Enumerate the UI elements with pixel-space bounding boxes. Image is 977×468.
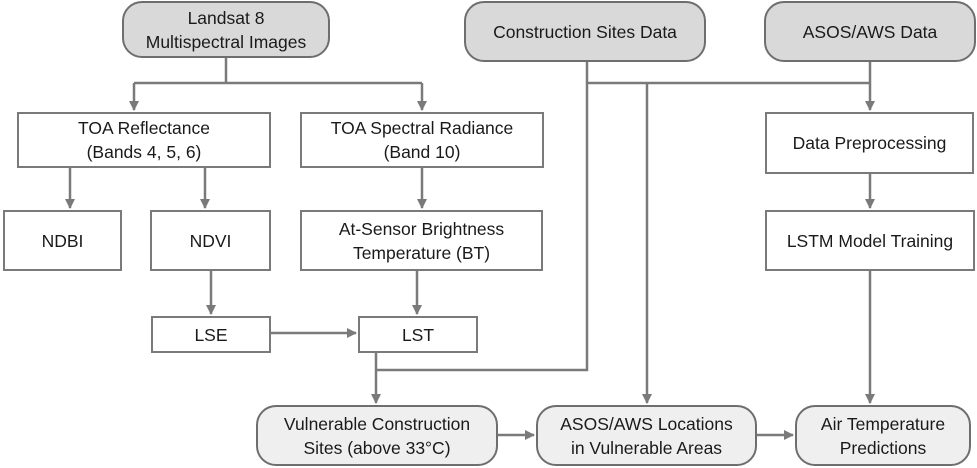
lstm-model-training-node: LSTM Model Training	[765, 210, 975, 271]
vulnerable-construction-sites-node: Vulnerable Construction Sites (above 33°…	[256, 405, 498, 466]
brightness-temperature-line-2: Temperature (BT)	[352, 242, 491, 263]
ndvi-label: NDVI	[189, 230, 232, 251]
asos-aws-locations-line-1: ASOS/AWS Locations	[560, 413, 733, 434]
asos-aws-data-node: ASOS/AWS Data	[764, 1, 976, 62]
lstm-model-training-label: LSTM Model Training	[786, 230, 954, 251]
vulnerable-construction-sites-line-1: Vulnerable Construction	[283, 413, 471, 434]
toa-radiance-line-1: TOA Spectral Radiance	[330, 118, 514, 138]
ndbi-node: NDBI	[3, 210, 122, 271]
air-temperature-predictions-line-1: Air Temperature	[820, 413, 946, 434]
landsat-images-node: Landsat 8 Multispectral Images	[122, 1, 330, 58]
air-temperature-predictions-line-2: Predictions	[839, 437, 927, 458]
lse-label: LSE	[194, 324, 228, 345]
toa-radiance-node: TOA Spectral Radiance (Band 10)	[300, 112, 544, 168]
lst-label: LST	[401, 324, 435, 345]
brightness-temperature-node: At-Sensor Brightness Temperature (BT)	[300, 210, 543, 271]
brightness-temperature-line-1: At-Sensor Brightness	[338, 218, 505, 239]
vulnerable-construction-sites-line-2: Sites (above 33°C)	[303, 437, 451, 458]
landsat-images-line-1: Landsat 8	[187, 7, 265, 28]
ndvi-node: NDVI	[150, 210, 271, 271]
air-temperature-predictions-node: Air Temperature Predictions	[795, 405, 971, 466]
construction-sites-data-node: Construction Sites Data	[464, 1, 706, 62]
connector-construction-to-vulnerable	[376, 83, 589, 372]
toa-radiance-line-2: (Band 10)	[383, 142, 461, 162]
data-preprocessing-label: Data Preprocessing	[792, 133, 947, 153]
landsat-images-line-2: Multispectral Images	[145, 31, 307, 52]
asos-aws-locations-line-2: in Vulnerable Areas	[570, 437, 723, 458]
construction-sites-data-label: Construction Sites Data	[493, 21, 677, 42]
lst-node: LST	[358, 316, 478, 353]
ndbi-label: NDBI	[41, 230, 84, 251]
asos-aws-data-label: ASOS/AWS Data	[802, 21, 938, 42]
toa-reflectance-node: TOA Reflectance (Bands 4, 5, 6)	[17, 112, 271, 168]
asos-aws-locations-node: ASOS/AWS Locations in Vulnerable Areas	[536, 405, 757, 466]
toa-reflectance-line-2: (Bands 4, 5, 6)	[86, 142, 202, 162]
toa-reflectance-line-1: TOA Reflectance	[78, 118, 210, 138]
lse-node: LSE	[151, 316, 271, 353]
data-preprocessing-node: Data Preprocessing	[765, 112, 974, 174]
